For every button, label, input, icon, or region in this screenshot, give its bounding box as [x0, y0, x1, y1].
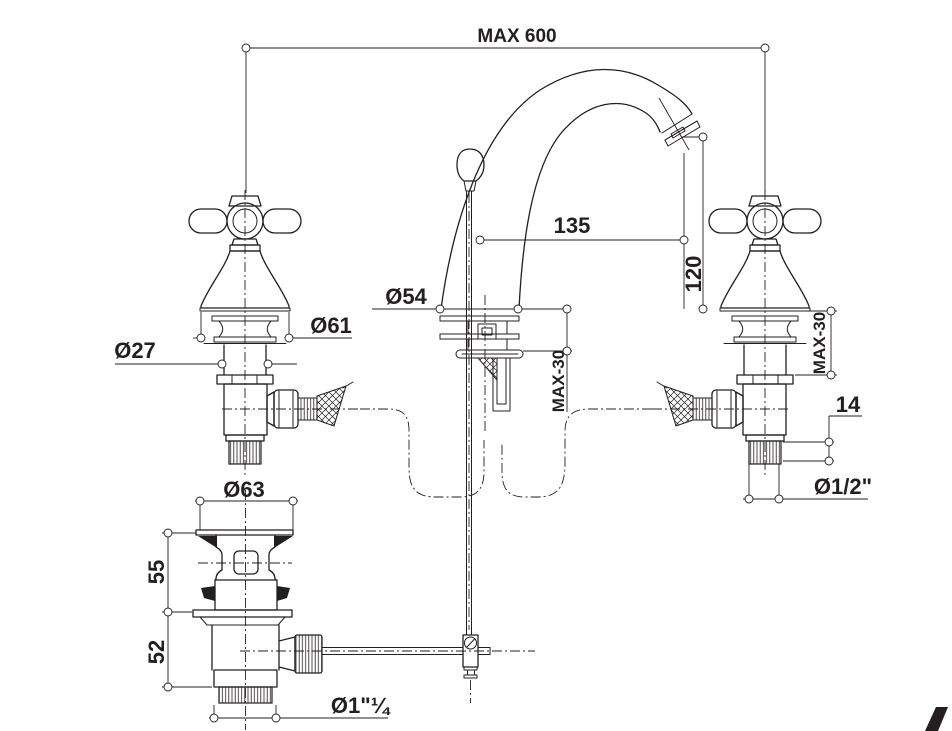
dim-label-dia63: Ø63 — [223, 477, 265, 502]
brand-mark — [925, 707, 948, 731]
aerator — [658, 97, 701, 151]
lift-knob — [456, 148, 485, 182]
dim-handle-body: Ø27 — [114, 338, 297, 369]
dim-spout-height: 120 — [681, 132, 708, 314]
right-handle-valve — [649, 189, 822, 477]
overflow-port — [233, 550, 259, 575]
dim-label-dia-half: Ø1/2" — [814, 474, 872, 499]
spout-assembly — [440, 68, 701, 636]
dim-label-dia27: Ø27 — [114, 338, 156, 363]
lift-rod — [456, 148, 485, 636]
dim-label-dia61: Ø61 — [310, 313, 352, 338]
dim-label-dia54: Ø54 — [385, 284, 427, 309]
spout-outer-curve — [440, 68, 693, 310]
mounting-wedge — [476, 357, 498, 382]
dim-deck-max-center: MAX-30 — [523, 304, 572, 412]
dim-label-52: 52 — [144, 640, 169, 664]
gasket-right — [274, 536, 293, 548]
dim-label-max30-right: MAX-30 — [810, 312, 829, 374]
dim-label-14: 14 — [836, 392, 861, 417]
dim-spout-reach: 135 — [475, 153, 689, 309]
supply-hose-left — [360, 408, 485, 498]
dim-label-max600: MAX 600 — [477, 26, 556, 47]
spout-inner-curve — [518, 102, 661, 310]
clamp-tab-right — [277, 586, 290, 601]
dim-inlet-thread-length: 14 — [783, 392, 862, 466]
drain-thread-tail — [218, 686, 273, 704]
dim-label-55: 55 — [144, 560, 169, 584]
dim-label-135: 135 — [554, 213, 591, 238]
dim-label-dia114: Ø1"¼ — [331, 693, 391, 718]
drain-assembly — [192, 490, 535, 730]
clamp-tab-left — [201, 586, 215, 601]
center-body-below-deck — [439, 295, 524, 432]
dim-drain-flange: Ø63 — [195, 477, 298, 530]
dim-drain-thread: Ø1"¼ — [209, 693, 391, 723]
drain-rod-nut — [294, 634, 323, 674]
dim-inlet-thread-dia: Ø1/2" — [743, 464, 872, 504]
dim-spout-base: Ø54 — [372, 284, 567, 314]
dim-drain-heights: 55 52 — [144, 528, 212, 692]
gasket-left — [198, 536, 217, 548]
dim-deck-max-right: MAX-30 — [795, 306, 837, 380]
supply-hose-right — [501, 408, 652, 498]
dim-overall-width: MAX 600 — [241, 26, 770, 193]
dim-label-max30-center: MAX-30 — [549, 350, 568, 412]
lift-rod-joint — [462, 634, 479, 703]
dim-label-120: 120 — [681, 256, 706, 293]
dim-handle-base: Ø61 — [193, 312, 352, 343]
